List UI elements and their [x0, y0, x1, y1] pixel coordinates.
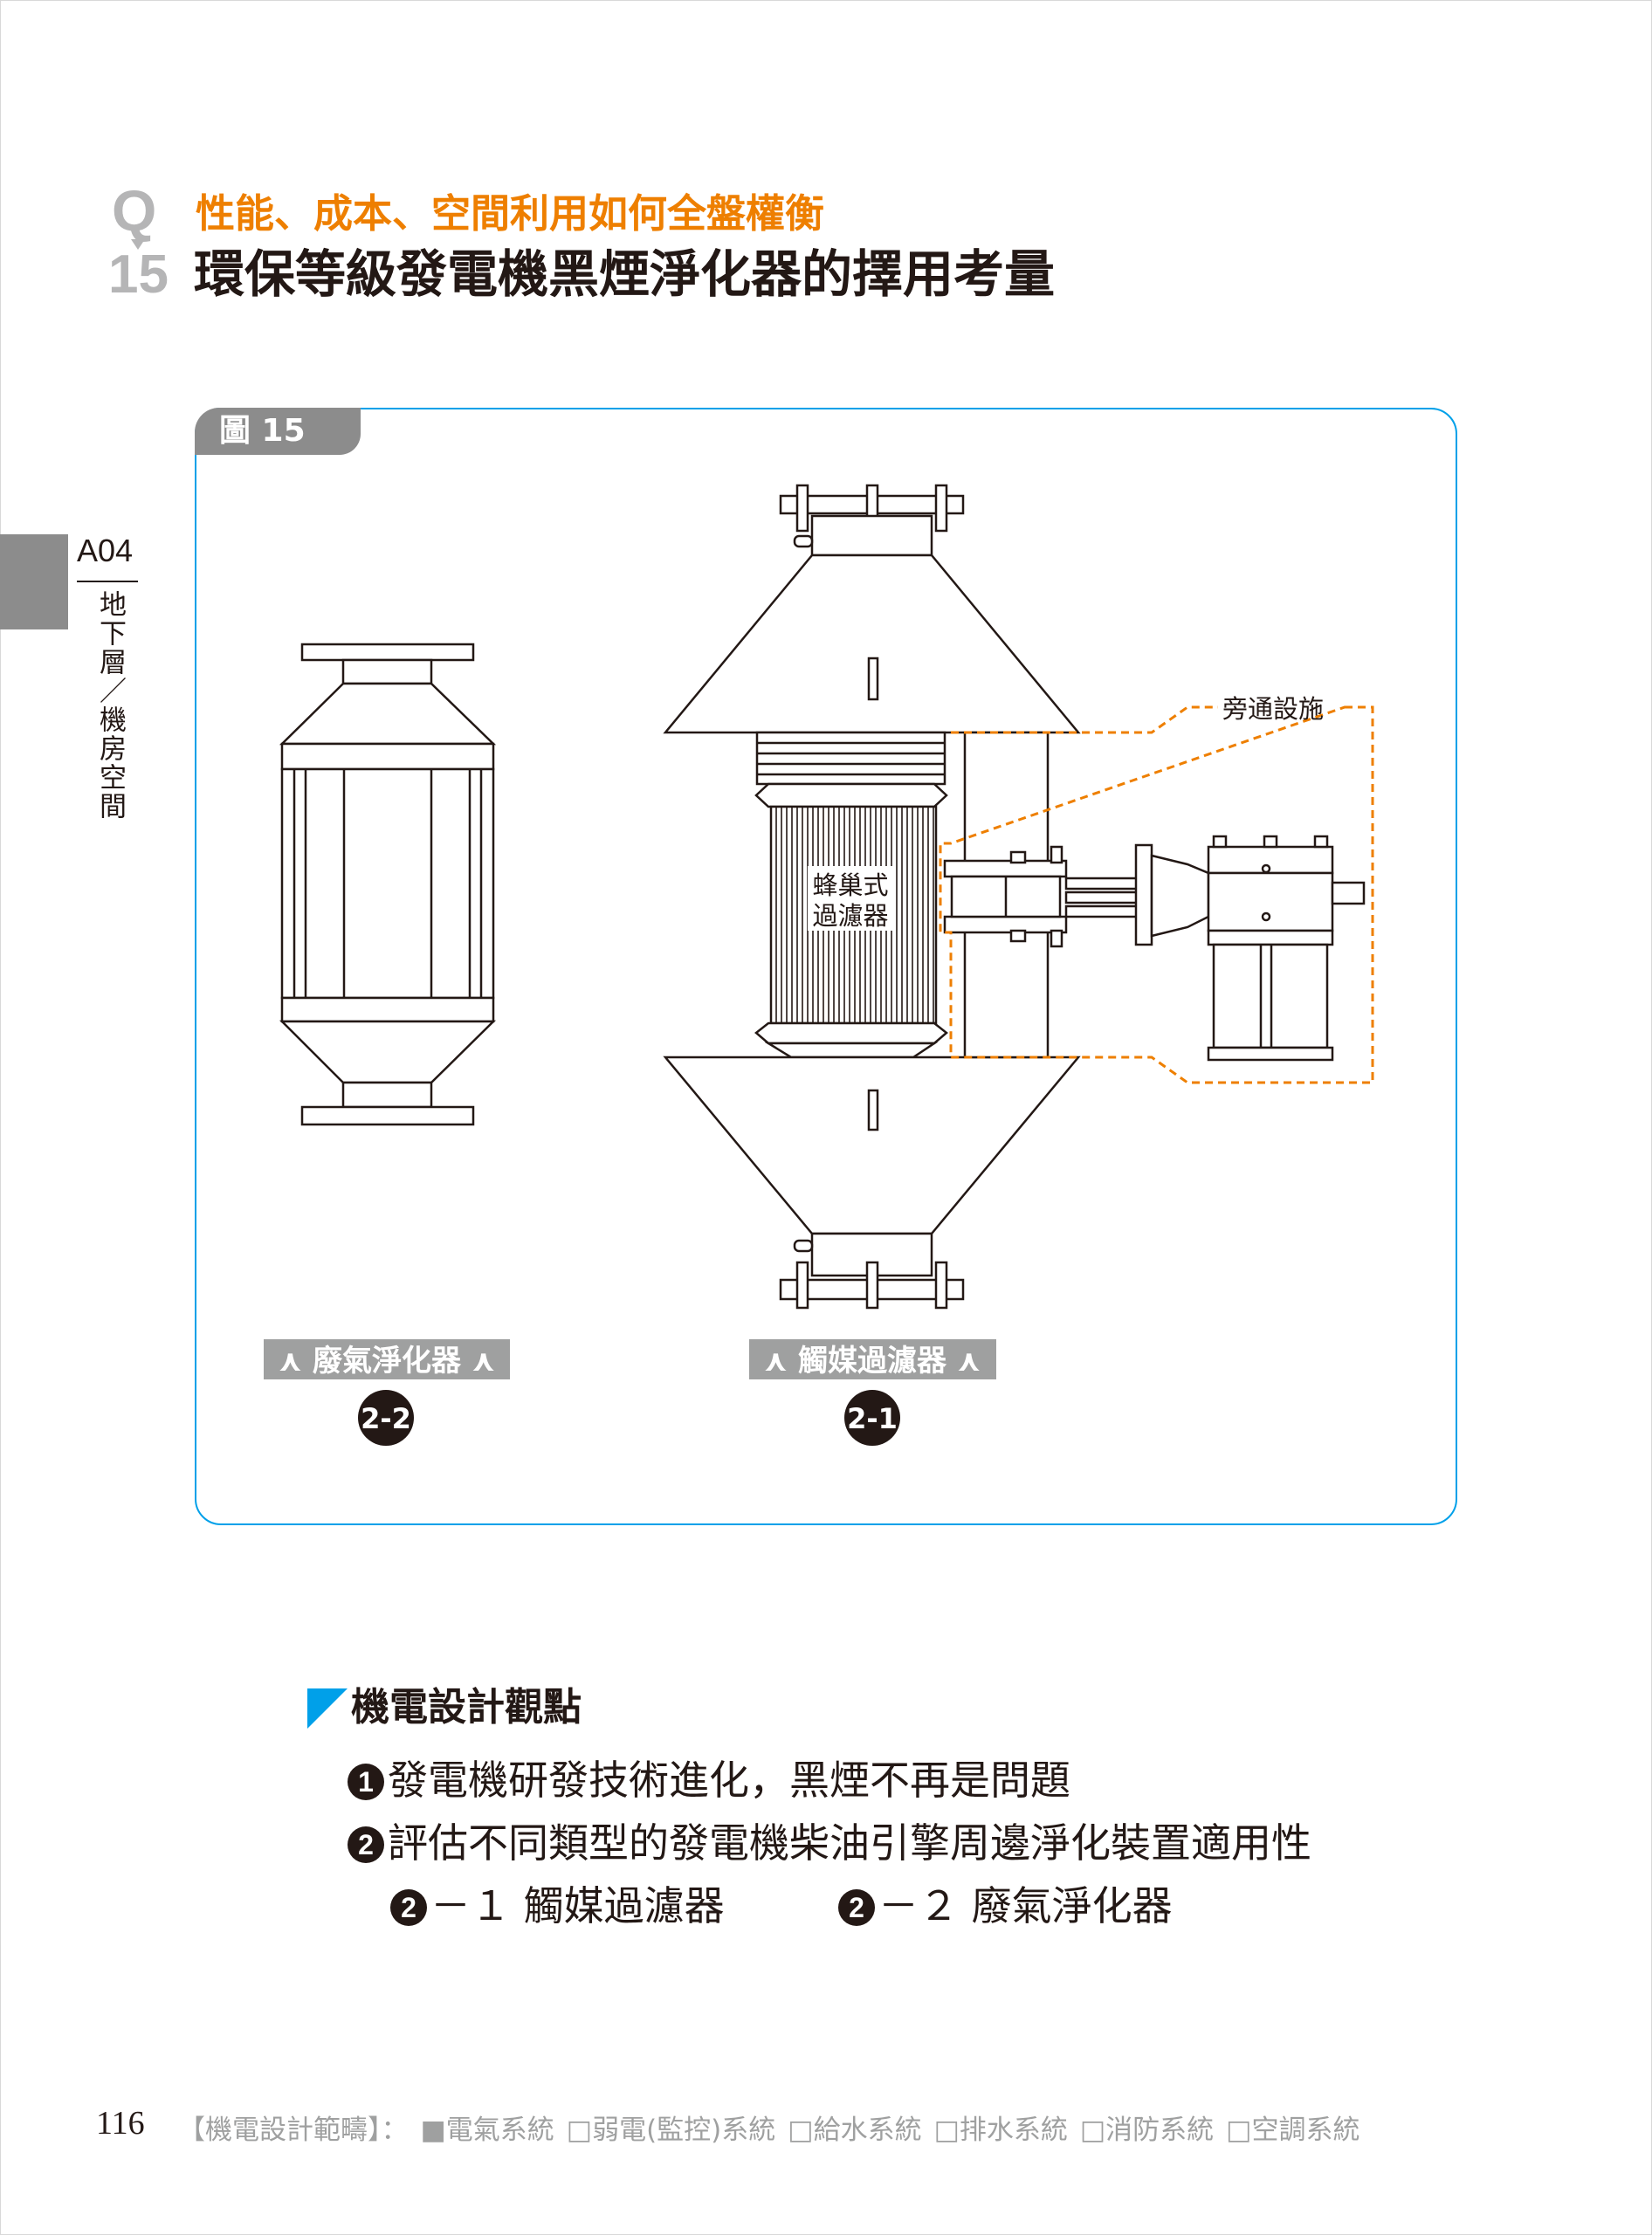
number-badge: 2: [390, 1889, 427, 1926]
chapter-divider: [77, 581, 138, 582]
footer-category: ■電氣系統: [420, 2115, 554, 2146]
footer-category: □排水系統: [933, 2115, 1068, 2146]
question-marker-icon: [131, 239, 145, 250]
exhaust-purifier-drawing: [279, 643, 497, 1126]
point-text: 發電機研發技術進化，黑煙不再是問題: [388, 1757, 1070, 1804]
honeycomb-label-line1: 蜂巢式: [812, 870, 888, 900]
bypass-valve: [943, 835, 1366, 1062]
honeycomb-label-line2: 過濾器: [812, 901, 888, 931]
footer-series: 【機電設計範疇】：: [178, 2115, 409, 2146]
exhaust-purifier-caption: ⋏ 廢氣淨化器 ⋏: [279, 1344, 496, 1379]
page-title: 環保等級發電機黑煙淨化器的擇用考量: [194, 244, 1056, 304]
catalytic-filter-drawing: [663, 484, 1366, 1310]
badge-2-1-label: 2-1: [847, 1402, 898, 1435]
badge-2-1: [844, 1390, 900, 1446]
number-badge: 1: [348, 1764, 384, 1800]
section-marker-icon: [307, 1688, 348, 1729]
chapter-code: A04: [77, 533, 134, 568]
footer-category: □空調系統: [1226, 2115, 1360, 2146]
footer-categories: 【機電設計範疇】： ■電氣系統 □弱電(監控)系統 □給水系統 □排水系統 □消防系統 □空…: [178, 2108, 1372, 2147]
bellows: [755, 731, 946, 786]
sub-point-item: 2－２ 廢氣淨化器: [838, 1882, 1173, 1930]
bypass-outline: [939, 705, 1374, 1084]
number-badge: 2: [838, 1889, 875, 1926]
catalytic-filter-caption: ⋏ 觸媒過濾器 ⋏: [764, 1344, 981, 1379]
page-subtitle: 性能、成本、空間利用如何全盤權衡: [196, 190, 825, 237]
badge-2-2: [358, 1390, 414, 1446]
section-title: 機電設計觀點: [351, 1685, 582, 1730]
footer-category: □給水系統: [788, 2115, 922, 2146]
chapter-tab-marker: [0, 534, 68, 629]
chapter-title: 地下層／機房空間: [94, 590, 126, 821]
sub-point-text: －１ 觸媒過濾器: [430, 1882, 725, 1929]
question-letter: Q: [112, 178, 157, 243]
figure-tag: 圖 15: [195, 408, 361, 455]
footer-category: □弱電(監控)系統: [566, 2115, 776, 2146]
sub-point-text: －２ 廢氣淨化器: [878, 1882, 1173, 1929]
sub-point-item: 2－１ 觸媒過濾器: [390, 1882, 725, 1930]
point-text: 評估不同類型的發電機柴油引擎周邊淨化裝置適用性: [388, 1819, 1311, 1867]
footer-category: □消防系統: [1079, 2115, 1215, 2146]
number-badge: 2: [348, 1826, 384, 1863]
page-number: 116: [96, 2105, 145, 2142]
badge-2-2-label: 2-2: [361, 1402, 411, 1435]
bypass-label: 旁通設施: [1222, 694, 1324, 724]
question-number: 15: [108, 244, 169, 305]
figure-frame: [195, 408, 1457, 1525]
